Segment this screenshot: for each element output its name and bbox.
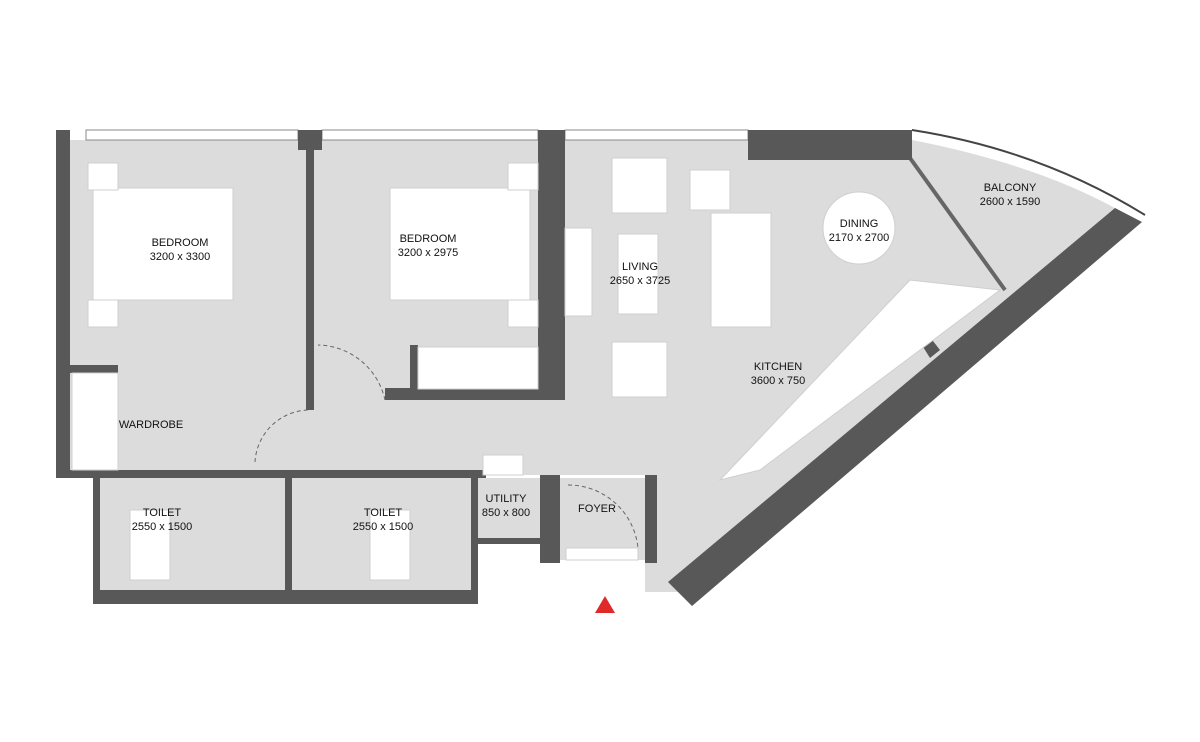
- sofa: [710, 212, 772, 328]
- utility-floor: [478, 478, 540, 538]
- coffee-table: [617, 233, 659, 315]
- entrance-marker-icon: [595, 596, 615, 613]
- toilet-fixture: [369, 509, 411, 581]
- nightstand: [87, 299, 119, 328]
- windows: [85, 129, 749, 141]
- room-label-foyer: FOYER: [578, 503, 616, 515]
- tv-unit: [564, 227, 593, 317]
- room-label-toilet-2: TOILET: [364, 507, 403, 519]
- armchair: [611, 341, 668, 398]
- room-size-living: 2650 x 3725: [610, 275, 671, 287]
- room-size-toilet-2: 2550 x 1500: [353, 521, 414, 533]
- furniture: [71, 157, 1002, 581]
- room-label-bedroom-1: BEDROOM: [152, 237, 209, 249]
- nightstand: [87, 162, 119, 191]
- nightstand: [507, 162, 539, 191]
- room-size-bedroom-1: 3200 x 3300: [150, 251, 211, 263]
- walls: [56, 130, 1142, 606]
- armchair: [611, 157, 668, 214]
- room-label-toilet-1: TOILET: [143, 507, 182, 519]
- room-label-utility: UTILITY: [486, 493, 528, 505]
- side-table: [689, 169, 731, 211]
- balcony-railing: [911, 129, 1146, 216]
- room-label-living: LIVING: [622, 261, 658, 273]
- room-label-dining: DINING: [840, 218, 879, 230]
- room-size-balcony: 2600 x 1590: [980, 196, 1041, 208]
- foyer-floor: [560, 478, 645, 560]
- room-size-bedroom-2: 3200 x 2975: [398, 247, 459, 259]
- room-label-balcony: BALCONY: [984, 182, 1037, 194]
- bed-1: [92, 187, 234, 301]
- dining-table: [822, 191, 896, 265]
- wardrobe-unit: [71, 372, 119, 471]
- utility-door: [482, 454, 524, 476]
- entrance-door-frame: [565, 547, 639, 561]
- room-size-dining: 2170 x 2700: [829, 232, 890, 244]
- bed-2: [389, 187, 531, 301]
- toilet-fixture: [129, 509, 171, 581]
- balcony-sliding-door[interactable]: [908, 156, 1007, 292]
- room-size-toilet-1: 2550 x 1500: [132, 521, 193, 533]
- room-size-kitchen: 3600 x 750: [751, 375, 805, 387]
- room-label-kitchen: KITCHEN: [754, 361, 802, 373]
- nightstand: [507, 299, 539, 328]
- room-label-bedroom-2: BEDROOM: [400, 233, 457, 245]
- room-label-wardrobe: WARDROBE: [119, 419, 183, 431]
- wardrobe-closet: [417, 346, 539, 390]
- bedroom-1-door[interactable]: [254, 409, 311, 463]
- room-size-utility: 850 x 800: [482, 507, 530, 519]
- kitchen-counter: [718, 279, 1002, 481]
- entrance-door[interactable]: [567, 484, 639, 549]
